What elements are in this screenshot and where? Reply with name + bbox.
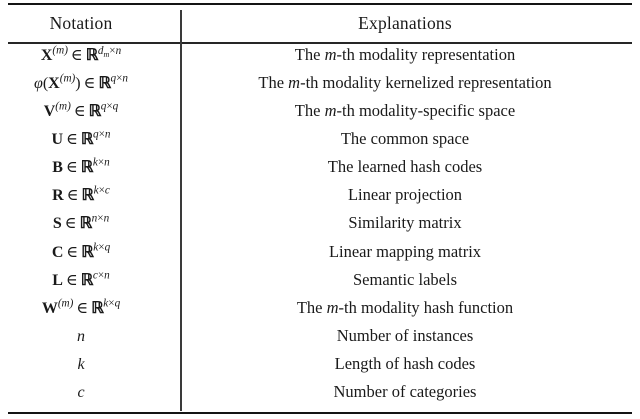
explanation-cell: Similarity matrix [348, 213, 462, 233]
notation-cell: c [77, 383, 85, 401]
table-rule-bottom [8, 412, 632, 414]
notation-cell: U∈ℝq×n [51, 128, 111, 149]
notation-cell: V(m)∈ℝq×q [43, 100, 119, 121]
table-row: B∈ℝk×n The learned hash codes [0, 157, 640, 185]
table-row: L∈ℝc×n Semantic labels [0, 270, 640, 298]
table-row: X(m)∈ℝdm×n The m-th modality representat… [0, 45, 640, 73]
header-label-notation: Notation [49, 13, 113, 33]
explanation-cell: The m-th modality hash function [296, 297, 514, 317]
table-row: C∈ℝk×q Linear mapping matrix [0, 242, 640, 270]
explanation-cell: Number of categories [333, 381, 477, 401]
table-row: φ(X(m))∈ℝq×n The m-th modality kernelize… [0, 73, 640, 101]
table-header-row: Notation Explanations [0, 5, 640, 42]
notation-cell: n [77, 327, 85, 345]
explanation-cell: The common space [340, 129, 470, 149]
table-column-divider [180, 10, 182, 411]
notation-cell: X(m)∈ℝdm×n [40, 44, 122, 64]
notation-cell: k [77, 355, 85, 373]
header-label-explanations: Explanations [358, 13, 452, 33]
notation-cell: R∈ℝk×c [52, 185, 110, 205]
table-row: U∈ℝq×n The common space [0, 129, 640, 157]
table-row: k Length of hash codes [0, 354, 640, 382]
notation-cell: W(m)∈ℝk×q [41, 297, 121, 317]
table-row: V(m)∈ℝq×q The m-th modality-specific spa… [0, 101, 640, 129]
table-row: c Number of categories [0, 382, 640, 410]
explanation-cell: The m-th modality-specific space [294, 101, 516, 121]
notation-cell: L∈ℝc×n [52, 269, 110, 289]
notation-cell: S∈ℝn×n [52, 213, 110, 233]
header-cell-explanations: Explanations [180, 13, 640, 34]
notation-cell: C∈ℝk×q [51, 241, 111, 261]
table-rule-top [8, 3, 632, 5]
explanation-cell: Linear projection [347, 185, 463, 205]
table-row: R∈ℝk×c Linear projection [0, 185, 640, 213]
explanation-cell: The learned hash codes [327, 157, 483, 177]
notation-cell: B∈ℝk×n [52, 156, 110, 177]
explanation-cell: The m-th modality representation [294, 45, 516, 64]
explanation-cell: Linear mapping matrix [328, 241, 482, 261]
notation-cell: φ(X(m))∈ℝq×n [33, 72, 129, 93]
explanation-cell: Length of hash codes [334, 353, 476, 373]
header-cell-notation: Notation [0, 13, 180, 34]
table-row: W(m)∈ℝk×q The m-th modality hash functio… [0, 298, 640, 326]
table-rule-header [8, 42, 632, 44]
explanation-cell: Number of instances [336, 325, 474, 345]
explanation-cell: Semantic labels [352, 269, 457, 289]
table-body: X(m)∈ℝdm×n The m-th modality representat… [0, 45, 640, 410]
explanation-cell: The m-th modality kernelized representat… [258, 73, 552, 93]
table-row: S∈ℝn×n Similarity matrix [0, 213, 640, 241]
table-row: n Number of instances [0, 326, 640, 354]
